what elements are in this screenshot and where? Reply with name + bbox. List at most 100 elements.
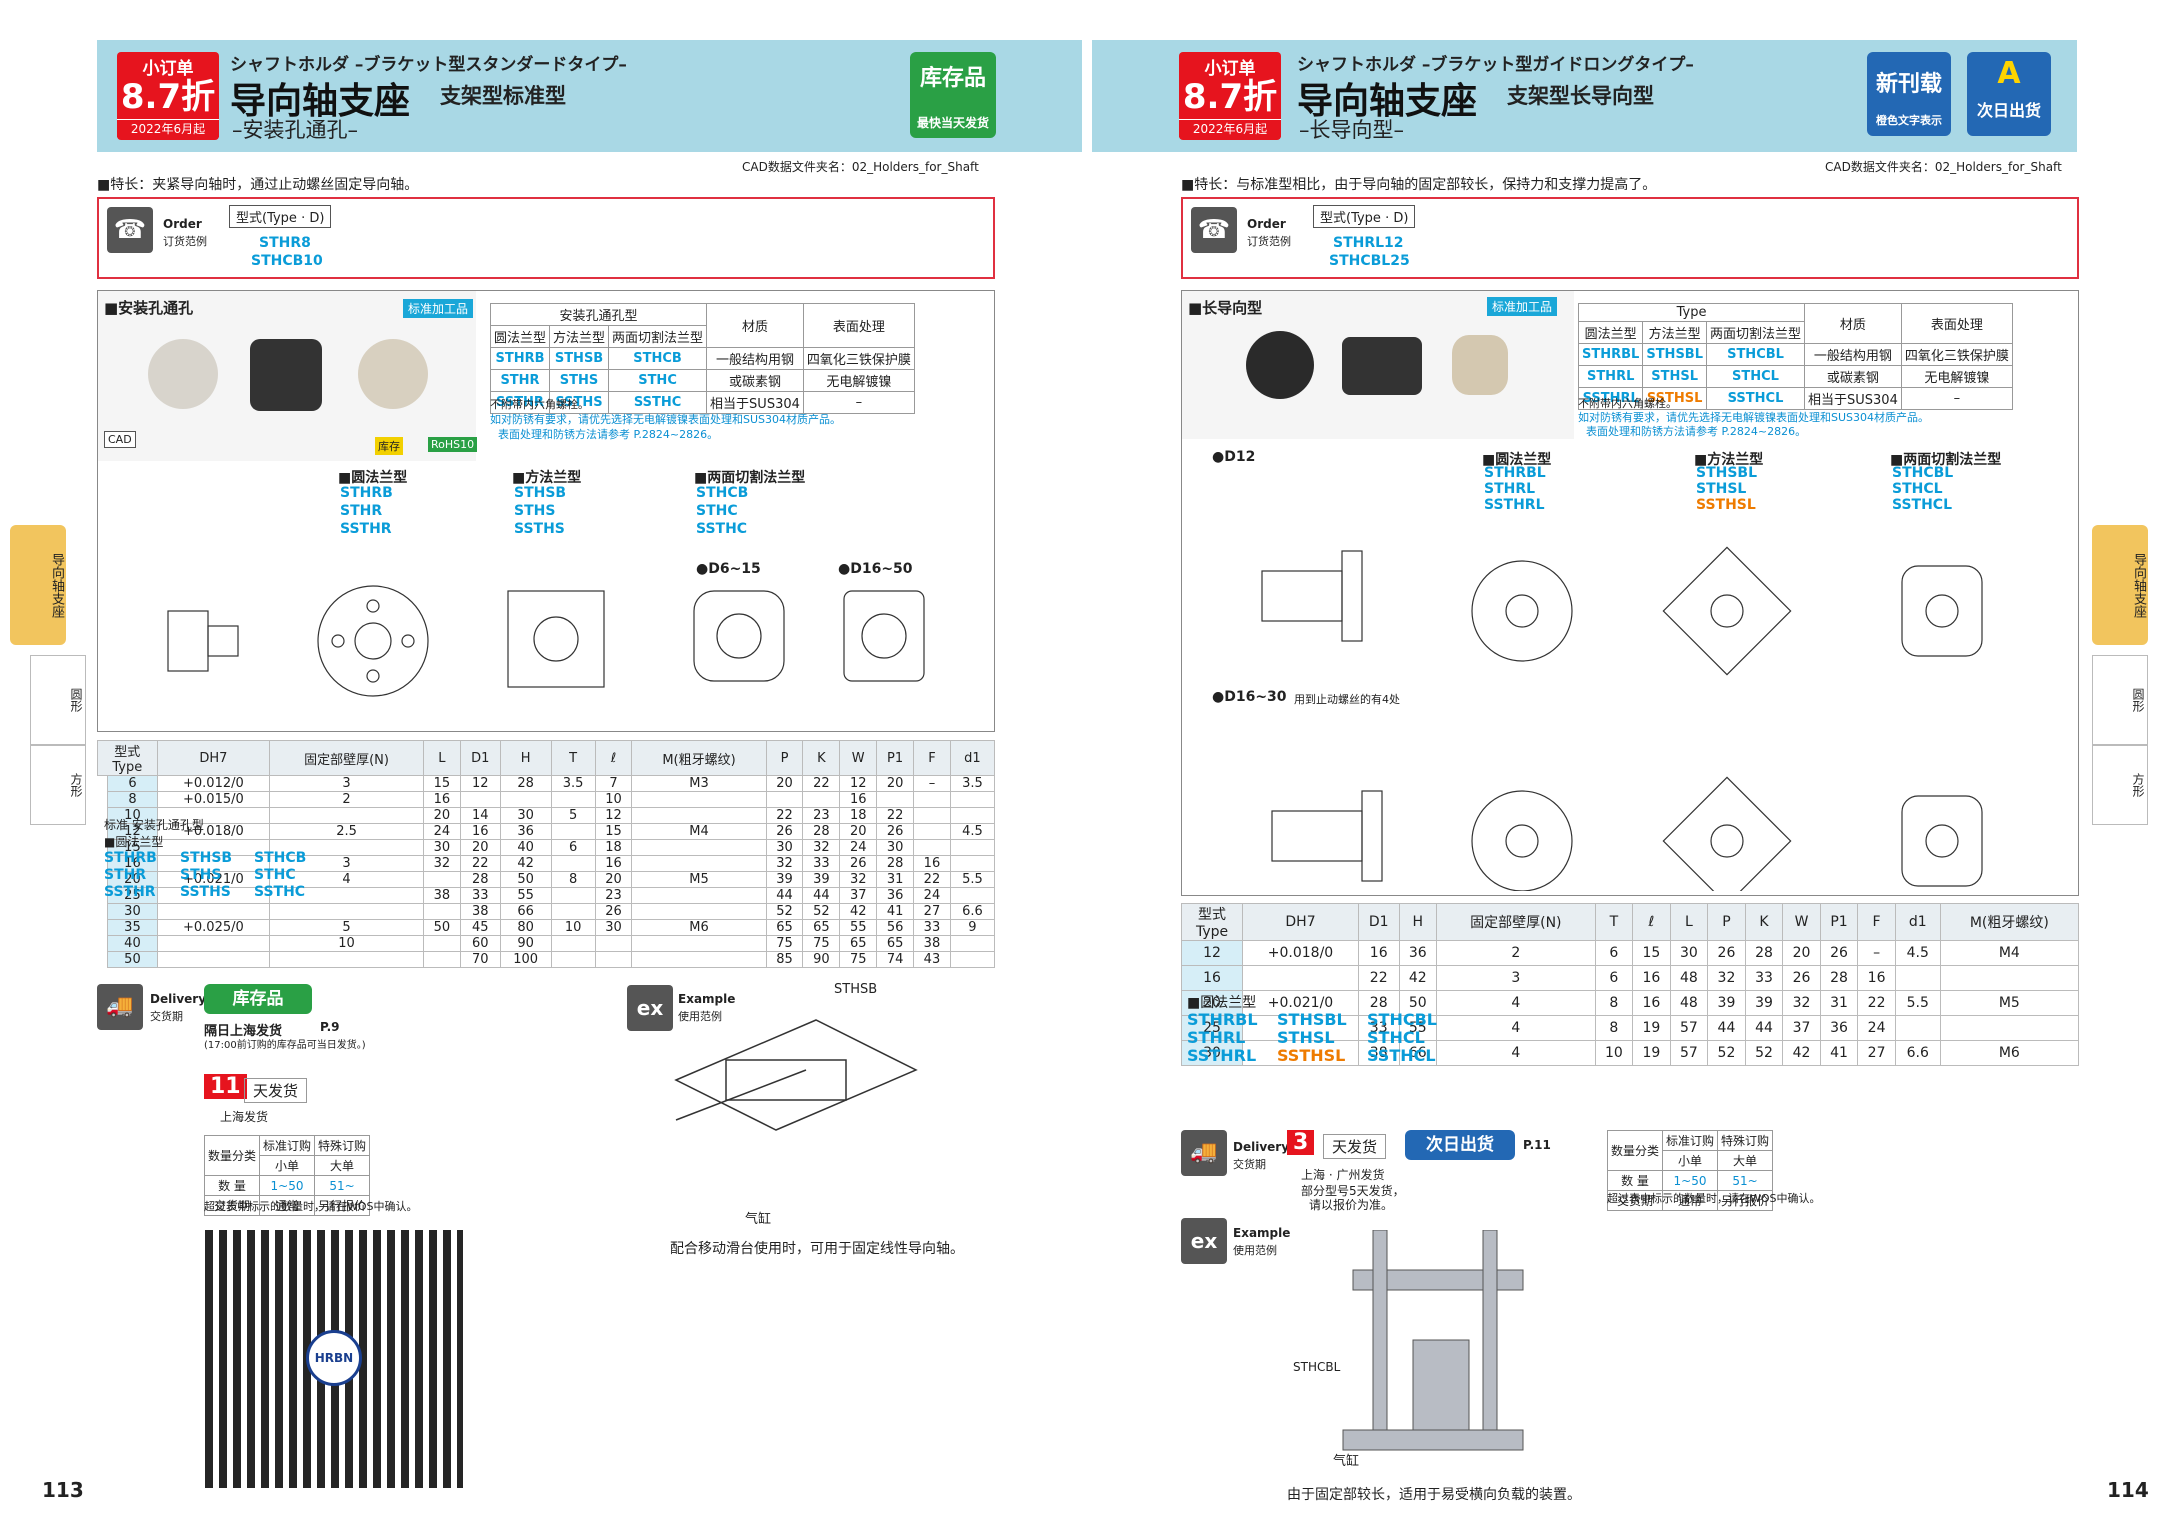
fast-badge: A 次日出货 — [1967, 52, 2051, 136]
table-cell: 12 — [459, 775, 501, 792]
drawings — [167, 585, 925, 697]
side-tab[interactable]: 导向轴支座 — [10, 525, 66, 645]
table-cell — [802, 791, 841, 808]
table-cell: 5.5 — [1894, 990, 1941, 1016]
table-cell: 20 — [839, 823, 878, 840]
table-cell: 75 — [765, 935, 804, 952]
table-cell: 15 — [107, 839, 158, 856]
table-cell: 16 — [1632, 965, 1671, 991]
table-cell — [765, 791, 804, 808]
table-cell: 28 — [802, 823, 841, 840]
table-cell — [913, 807, 951, 824]
table-cell: 44 — [765, 887, 804, 904]
table-cell: 7 — [594, 775, 633, 792]
table-cell: 10 — [1594, 1040, 1634, 1066]
table-cell: 3.5 — [949, 775, 996, 792]
table-cell — [949, 855, 996, 872]
table-cell: 66 — [499, 903, 552, 920]
table-cell: 36 — [1398, 940, 1438, 966]
table-cell: 57 — [1669, 1040, 1709, 1066]
table-cell: 20 — [765, 775, 804, 792]
table-cell: 38 — [913, 935, 951, 952]
table-cell: +0.021/0 — [156, 871, 271, 888]
table-cell: 16 — [594, 855, 633, 872]
table-cell — [949, 951, 996, 968]
table-cell: 16 — [422, 791, 461, 808]
table-cell: 24 — [422, 823, 461, 840]
table-cell: 33 — [1357, 1015, 1400, 1041]
table-cell: +0.018/0 — [156, 823, 271, 840]
table-cell — [876, 791, 915, 808]
table-cell: 4.5 — [949, 823, 996, 840]
product-image-round — [148, 339, 218, 409]
table-cell: 22 — [802, 775, 841, 792]
page-subtitle: 支架型长导向型 — [1507, 84, 1654, 108]
table-cell — [631, 951, 767, 968]
side-tab-round[interactable]: 圆形 — [30, 655, 86, 745]
table-cell: 41 — [876, 903, 915, 920]
table-cell — [949, 839, 996, 856]
table-cell: 4 — [1436, 1040, 1596, 1066]
table-cell: 15 — [1632, 940, 1671, 966]
table-cell: 27 — [913, 903, 951, 920]
table-cell: 22 — [1857, 990, 1896, 1016]
table-cell: 75 — [839, 951, 878, 968]
table-cell: 26 — [1819, 940, 1859, 966]
table-cell: 30 — [876, 839, 915, 856]
table-cell: 65 — [802, 919, 841, 936]
table-cell — [594, 935, 633, 952]
table-cell — [1894, 965, 1941, 991]
table-cell: 19 — [1632, 1040, 1671, 1066]
page-title: 导向轴支座 — [230, 81, 411, 122]
product-image-square — [1342, 337, 1422, 395]
table-cell: 16 — [839, 791, 878, 808]
table-cell: 28 — [1744, 940, 1784, 966]
table-cell: 36 — [876, 887, 915, 904]
table-cell: 28 — [876, 855, 915, 872]
table-cell — [1939, 965, 2080, 991]
table-cell: 6 — [1594, 940, 1634, 966]
table-cell: 100 — [499, 951, 552, 968]
table-cell: 65 — [839, 935, 878, 952]
table-cell: 12 — [594, 807, 633, 824]
table-cell: 8 — [1594, 990, 1634, 1016]
phone-icon: ☎ — [107, 207, 153, 253]
table-cell: 65 — [765, 919, 804, 936]
table-cell: 20 — [422, 807, 461, 824]
side-tab[interactable]: 导向轴支座 — [2092, 525, 2148, 645]
table-cell: +0.018/0 — [1242, 940, 1359, 966]
side-tab-square[interactable]: 方形 — [2092, 745, 2148, 825]
table-cell: 8 — [107, 791, 158, 808]
table-cell: +0.012/0 — [156, 775, 271, 792]
page-subtitle2: –安装孔通孔– — [232, 118, 358, 142]
table-cell: 30 — [594, 919, 633, 936]
page-number: 114 — [2107, 1478, 2149, 1502]
table-cell: 31 — [876, 871, 915, 888]
table-cell: 32 — [765, 855, 804, 872]
side-tab-square[interactable]: 方形 — [30, 745, 86, 825]
table-cell: 60 — [459, 935, 501, 952]
table-cell: 42 — [1398, 965, 1438, 991]
table-cell: 42 — [839, 903, 878, 920]
table-cell: 10 — [107, 807, 158, 824]
table-cell: 8 — [1594, 1015, 1634, 1041]
table-cell: 4.5 — [1894, 940, 1941, 966]
table-cell: 90 — [802, 951, 841, 968]
table-cell: 30 — [765, 839, 804, 856]
table-cell: 32 — [1707, 965, 1746, 991]
table-cell: +0.015/0 — [156, 791, 271, 808]
table-cell: 20 — [459, 839, 501, 856]
table-cell — [550, 855, 596, 872]
table-cell: 19 — [1632, 1015, 1671, 1041]
side-tab-round[interactable]: 圆形 — [2092, 655, 2148, 745]
table-cell: 85 — [765, 951, 804, 968]
table-cell: 16 — [1180, 965, 1244, 991]
